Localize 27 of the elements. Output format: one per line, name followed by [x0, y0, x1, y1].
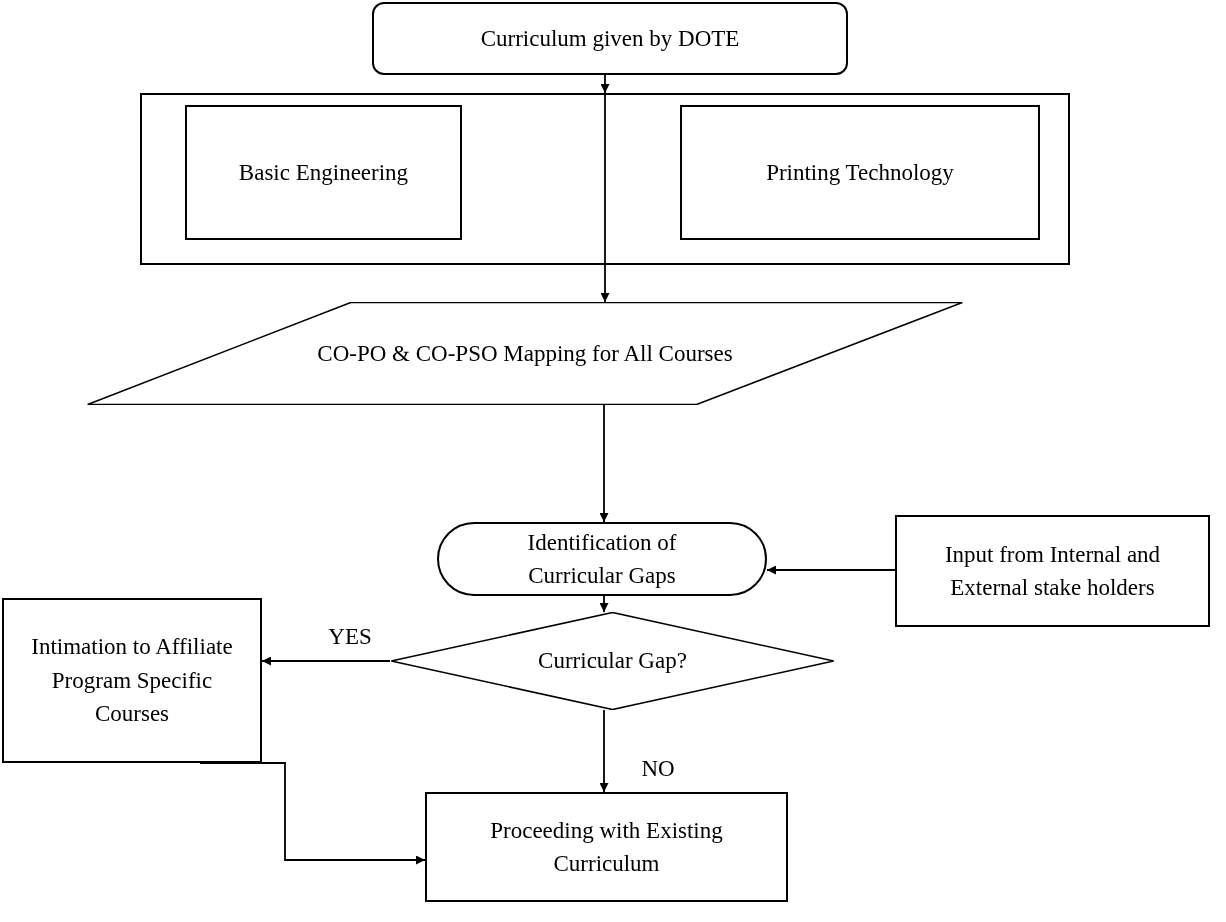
node-label: CO-PO & CO-PSO Mapping for All Courses: [317, 339, 733, 368]
process-box: [185, 105, 462, 240]
arrow: [599, 709, 609, 793]
decision-diamond: [390, 612, 835, 710]
arrow: [599, 595, 609, 613]
data-parallelogram: [85, 302, 965, 405]
arrow: [600, 74, 610, 94]
process-box: [895, 515, 1210, 627]
process-box: [680, 105, 1040, 240]
node-label: Printing Technology: [766, 158, 954, 187]
node-label: Input from Internal and External stake holders: [943, 540, 1162, 602]
arrow: [261, 656, 391, 666]
arrow: [599, 404, 609, 523]
process-box: [2, 598, 262, 763]
node-label: Intimation to Affiliate Program Specific Courses: [30, 633, 234, 729]
arrow: [600, 92, 610, 303]
arrow: [766, 565, 896, 575]
start-box: [372, 2, 848, 75]
node-label: Curriculum given by DOTE: [480, 24, 740, 53]
node-label: Identification of Curricular Gaps: [526, 528, 678, 590]
node-label: Basic Engineering: [238, 158, 409, 187]
group-box: [140, 93, 1070, 265]
node-label: Curricular Gap?: [538, 647, 687, 676]
arrow: [199, 762, 426, 865]
node-label: Proceeding with Existing Curriculum: [489, 816, 724, 878]
process-box: [425, 792, 788, 902]
terminal-box: [437, 522, 767, 596]
